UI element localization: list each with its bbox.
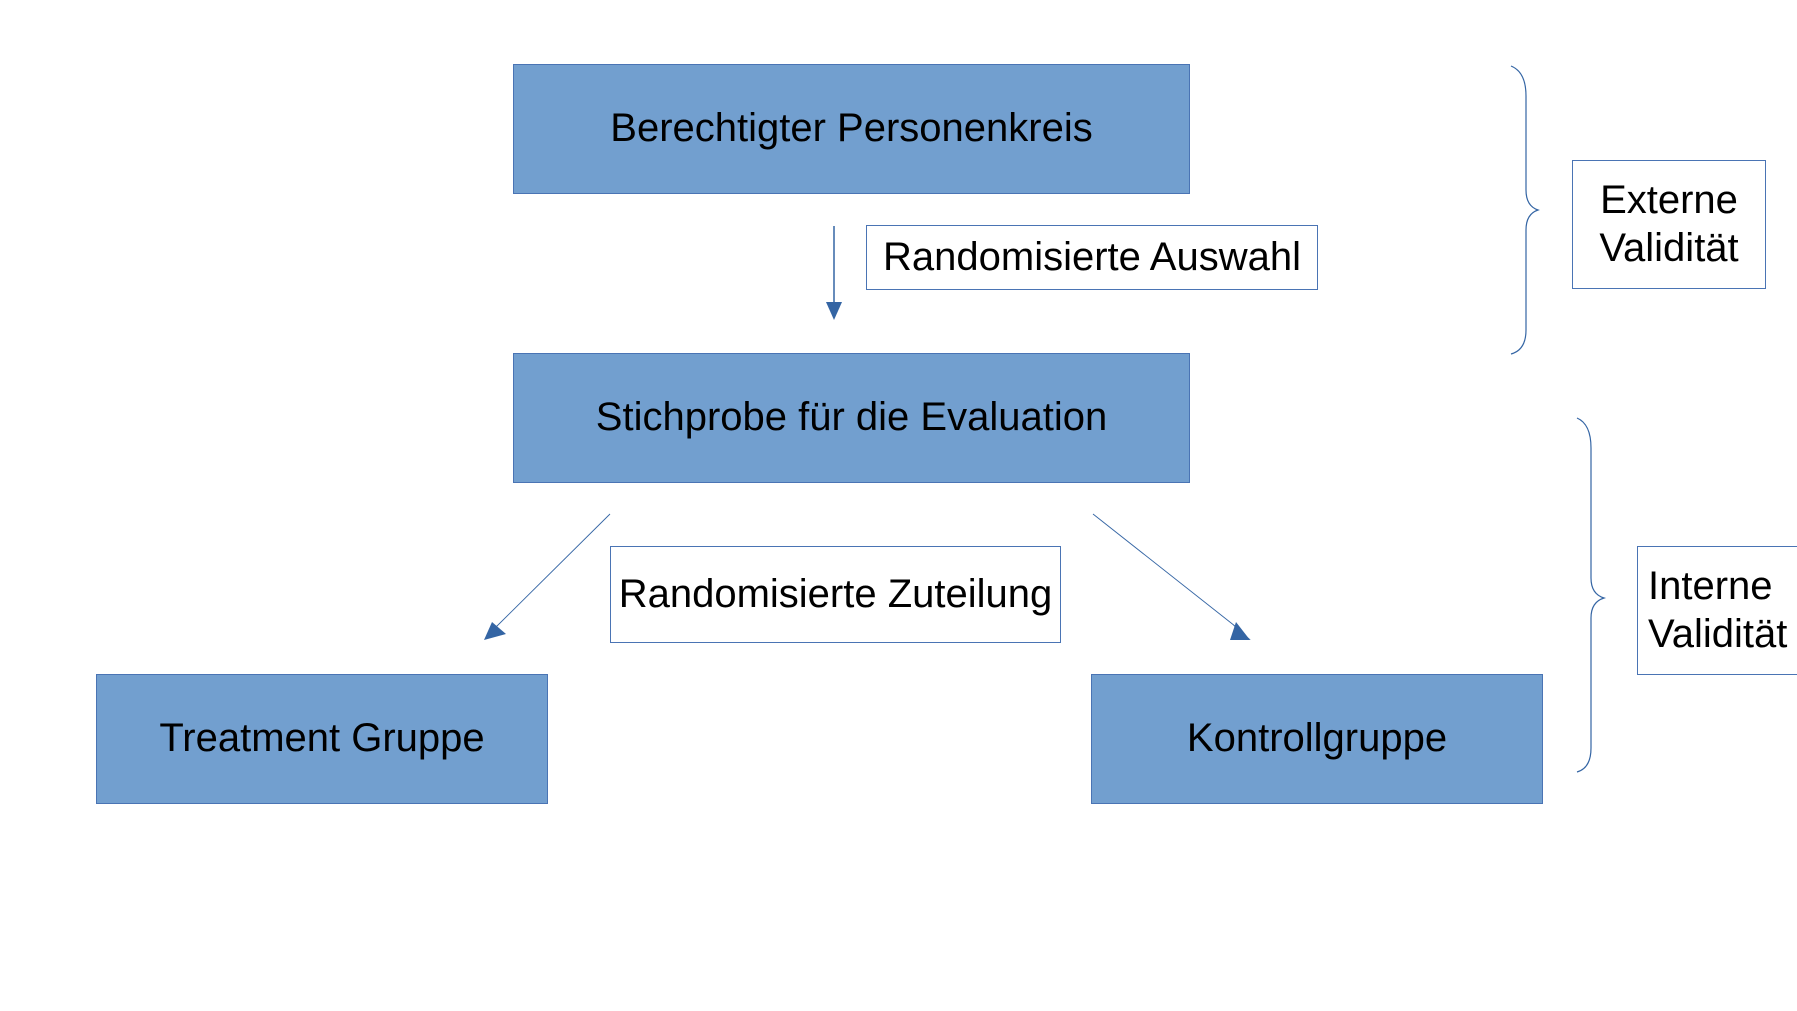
arrow-selection-head bbox=[826, 302, 842, 320]
arrow-selection bbox=[826, 226, 842, 320]
node-treatment: Treatment Gruppe bbox=[96, 674, 548, 804]
node-treatment-label: Treatment Gruppe bbox=[159, 716, 485, 761]
label-internal-validity: Interne Validität bbox=[1637, 546, 1797, 675]
node-population: Berechtigter Personenkreis bbox=[513, 64, 1190, 194]
external-validity-line1: Externe bbox=[1600, 178, 1738, 223]
node-control-label: Kontrollgruppe bbox=[1186, 716, 1448, 761]
node-sample-label: Stichprobe für die Evaluation bbox=[595, 395, 1108, 440]
brace-external bbox=[1510, 65, 1540, 355]
arrow-to-control bbox=[1092, 513, 1251, 640]
arrow-to-treatment bbox=[484, 513, 611, 640]
label-random-assignment: Randomisierte Zuteilung bbox=[610, 546, 1061, 643]
brace-internal bbox=[1576, 417, 1607, 773]
node-sample: Stichprobe für die Evaluation bbox=[513, 353, 1190, 483]
internal-validity-line2: Validität bbox=[1648, 611, 1788, 656]
label-random-assignment-text: Randomisierte Zuteilung bbox=[618, 571, 1053, 616]
internal-validity-line1: Interne bbox=[1648, 564, 1773, 609]
label-random-selection: Randomisierte Auswahl bbox=[866, 225, 1318, 290]
external-validity-line2: Validität bbox=[1599, 225, 1739, 270]
label-random-selection-text: Randomisierte Auswahl bbox=[883, 234, 1301, 279]
arrow-to-treatment-head bbox=[484, 622, 506, 640]
arrow-to-control-head-fill bbox=[1230, 622, 1250, 640]
node-population-label: Berechtigter Personenkreis bbox=[610, 106, 1093, 151]
label-external-validity: Externe Validität bbox=[1572, 160, 1766, 289]
node-control: Kontrollgruppe bbox=[1091, 674, 1543, 804]
